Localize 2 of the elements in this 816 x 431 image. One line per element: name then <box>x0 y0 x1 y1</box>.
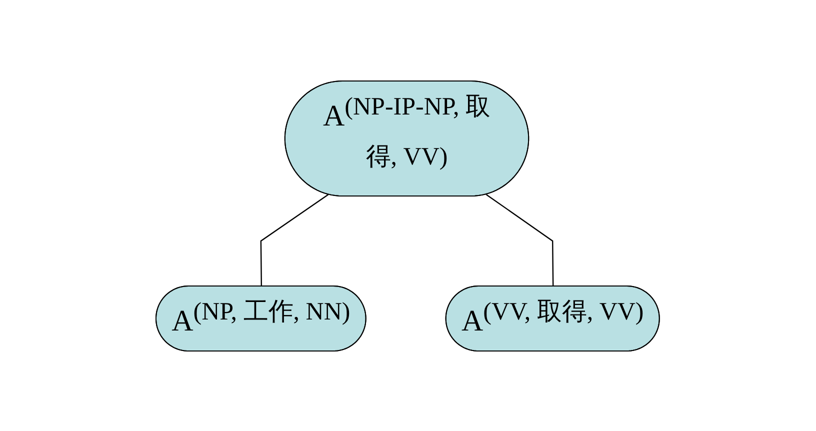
connector <box>260 194 329 286</box>
connector <box>486 194 554 286</box>
